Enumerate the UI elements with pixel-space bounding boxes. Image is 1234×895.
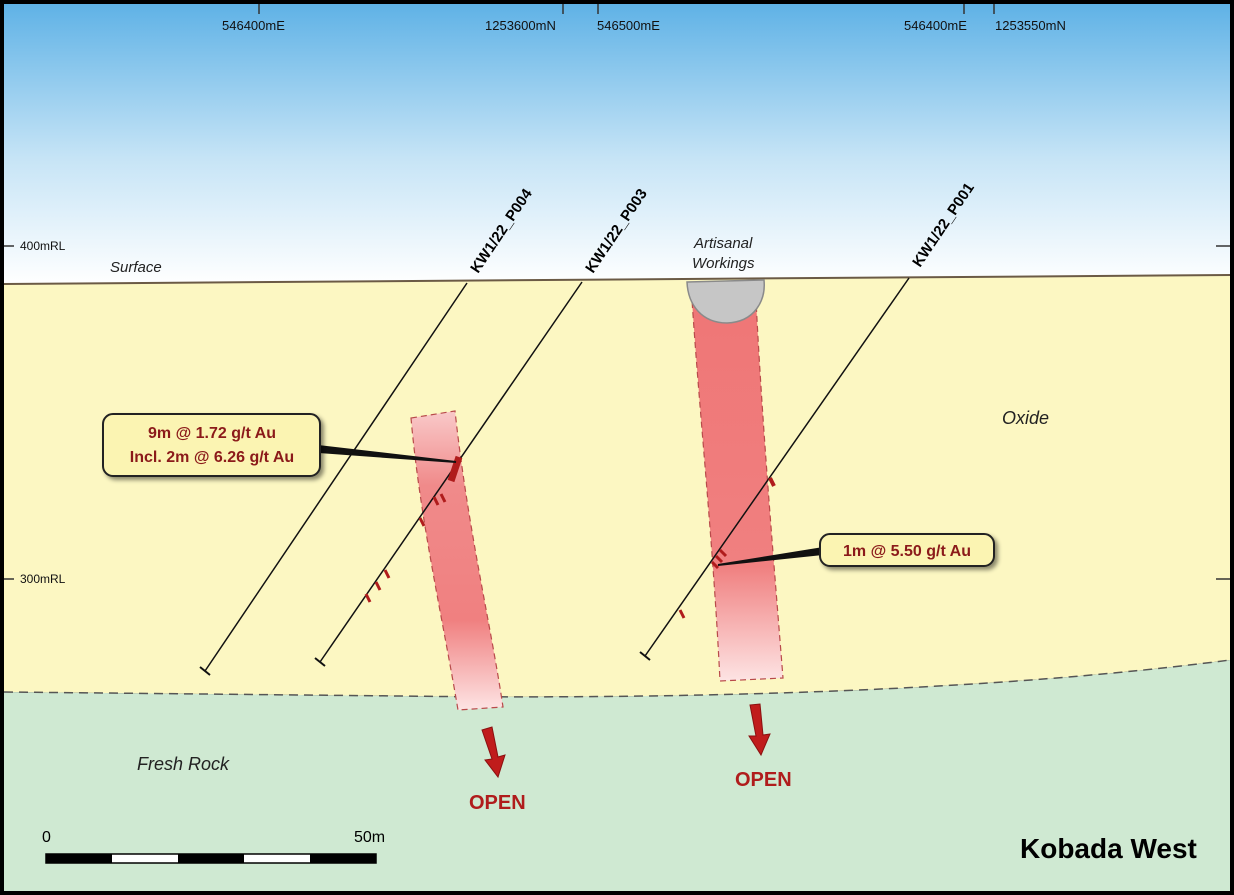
rl-label-300: 300mRL [20,572,66,586]
sky-area [4,4,1230,284]
open-arrow-right [748,703,771,757]
oxide-layer [4,275,1230,697]
left-ore-lode [410,410,504,711]
callout-box-p001: 1m @ 5.50 g/t Au [819,533,995,567]
artisanal-label-line1: Artisanal [693,235,753,252]
scale-bar [45,853,377,864]
open-arrow-left [481,726,506,779]
coord-label-2: 1253600mN [485,18,556,33]
rl-label-400: 400mRL [20,239,66,253]
diagram-title: Kobada West [1020,833,1197,864]
rl-ticks [4,245,1230,580]
oxide-fresh-boundary [3,659,1231,698]
drillhole-p001 [639,277,910,661]
surface-line [3,274,1231,285]
coord-label-4: 546400mE [904,18,967,33]
coord-label-3: 546500mE [597,18,660,33]
callout-box-p003: 9m @ 1.72 g/t Au Incl. 2m @ 6.26 g/t Au [102,413,321,477]
oxide-label: Oxide [1002,408,1049,428]
callout-p001-line1: 1m @ 5.50 g/t Au [843,543,971,560]
open-label-left: OPEN [469,792,526,814]
callout-p003-line2: Incl. 2m @ 6.26 g/t Au [130,449,294,466]
scale-start-label: 0 [42,829,51,846]
fresh-rock-layer [4,660,1230,891]
drillhole-p004 [199,282,468,676]
surface-label: Surface [110,259,162,276]
fresh-rock-label: Fresh Rock [137,754,230,774]
open-label-right: OPEN [735,769,792,791]
coord-label-1: 546400mE [222,18,285,33]
assay-intercepts [364,455,776,619]
coord-label-5: 1253550mN [995,18,1066,33]
callout-p003-line1: 9m @ 1.72 g/t Au [148,425,276,442]
artisanal-label-line2: Workings [692,255,755,272]
scale-end-label: 50m [354,829,385,846]
coordinate-ticks [258,4,995,14]
artisanal-workings [686,279,765,324]
right-ore-lode [691,299,784,682]
